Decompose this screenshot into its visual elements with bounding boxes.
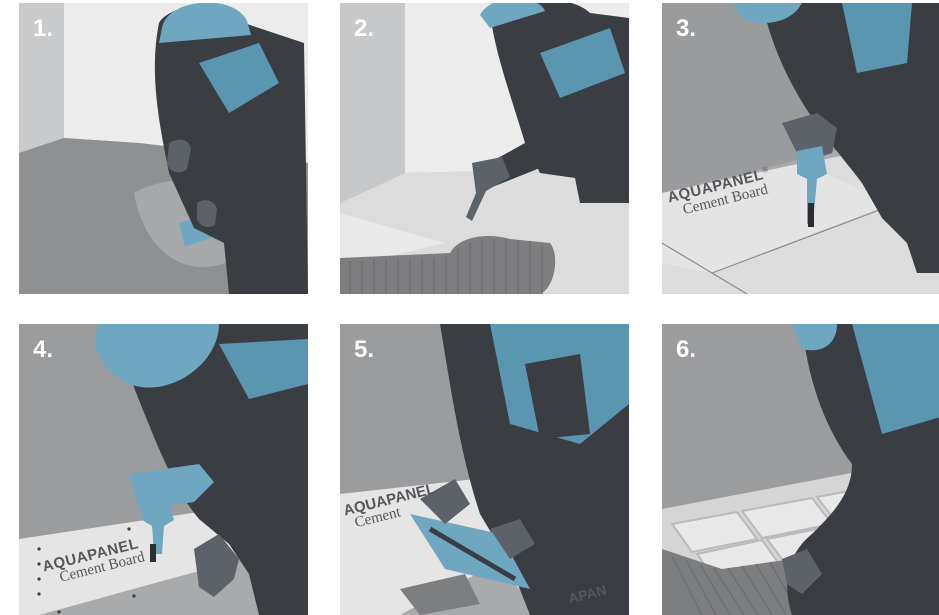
- step-number: 5.: [354, 336, 374, 364]
- step-number: 1.: [33, 15, 53, 43]
- step-number: 6.: [676, 336, 696, 364]
- step-number: 4.: [33, 336, 53, 364]
- step-panel-3: 3. AQUAPANEL® Cement Board: [662, 3, 939, 294]
- step-number: 3.: [676, 15, 696, 43]
- step-5-illustration: [340, 324, 629, 615]
- step-1-illustration: [19, 3, 308, 294]
- step-panel-1: 1.: [19, 3, 308, 294]
- step-panel-2: 2.: [340, 3, 629, 294]
- step-panel-5: 5. AQUAPANEL Cement APAN: [340, 324, 629, 615]
- step-2-illustration: [340, 3, 629, 294]
- step-6-illustration: [662, 324, 939, 615]
- step-3-illustration: [662, 3, 939, 294]
- step-panel-6: 6.: [662, 324, 939, 615]
- step-number: 2.: [354, 15, 374, 43]
- step-panel-4: 4. AQUAPANEL Cement Board: [19, 324, 308, 615]
